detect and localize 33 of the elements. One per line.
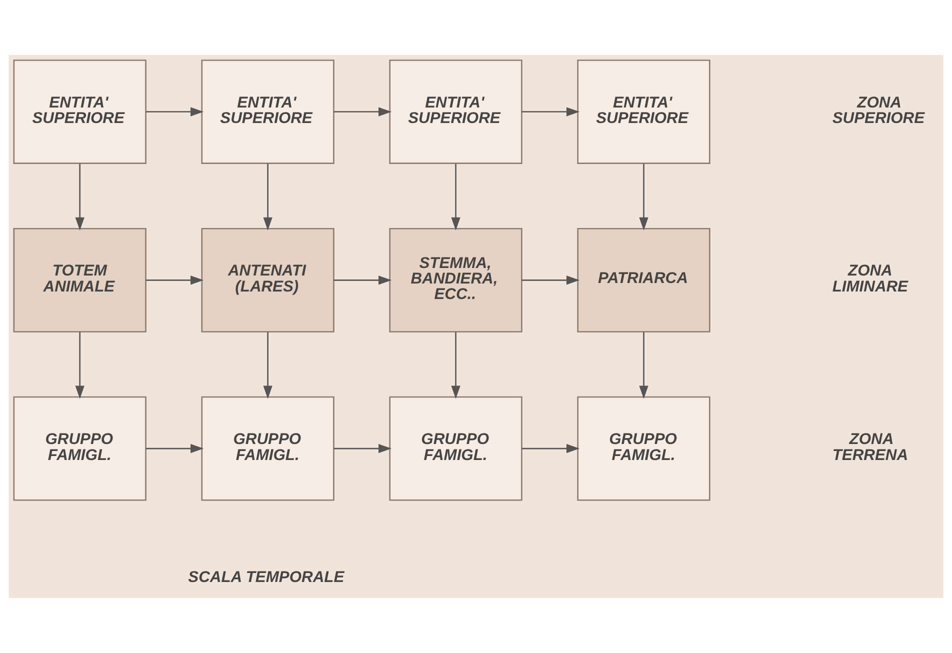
arrow xyxy=(451,164,460,230)
arrow xyxy=(639,164,648,230)
arrow xyxy=(263,164,272,230)
node-box: ENTITA' SUPERIORE xyxy=(13,60,146,164)
node-box: PATRIARCA xyxy=(577,228,710,332)
label: ZONA TERRENA xyxy=(832,431,908,464)
label: SCALA TEMPORALE xyxy=(188,568,344,586)
arrow xyxy=(334,444,392,454)
arrow xyxy=(639,332,648,399)
arrow xyxy=(263,332,272,399)
node-box: ENTITA' SUPERIORE xyxy=(201,60,334,164)
arrow xyxy=(146,107,204,116)
arrow xyxy=(451,332,460,399)
node-box: TOTEM ANIMALE xyxy=(13,228,146,332)
arrow xyxy=(146,444,204,454)
arrow xyxy=(146,276,204,285)
node-box: ENTITA' SUPERIORE xyxy=(577,60,710,164)
node-box: ANTENATI (LARES) xyxy=(201,228,334,332)
arrow xyxy=(75,332,84,399)
arrow xyxy=(75,164,84,230)
node-box: ENTITA' SUPERIORE xyxy=(389,60,522,164)
node-box: GRUPPO FAMIGL. xyxy=(389,396,522,501)
node-box: GRUPPO FAMIGL. xyxy=(201,396,334,501)
node-box: GRUPPO FAMIGL. xyxy=(13,396,146,501)
arrow xyxy=(522,276,580,285)
node-box: STEMMA, BANDIERA, ECC.. xyxy=(389,228,522,332)
arrow xyxy=(334,107,392,116)
node-box: GRUPPO FAMIGL. xyxy=(577,396,710,501)
arrow xyxy=(522,107,580,116)
label: ZONA LIMINARE xyxy=(832,262,908,296)
label: ZONA SUPERIORE xyxy=(832,94,925,128)
arrow xyxy=(522,444,580,454)
arrow xyxy=(334,276,392,285)
